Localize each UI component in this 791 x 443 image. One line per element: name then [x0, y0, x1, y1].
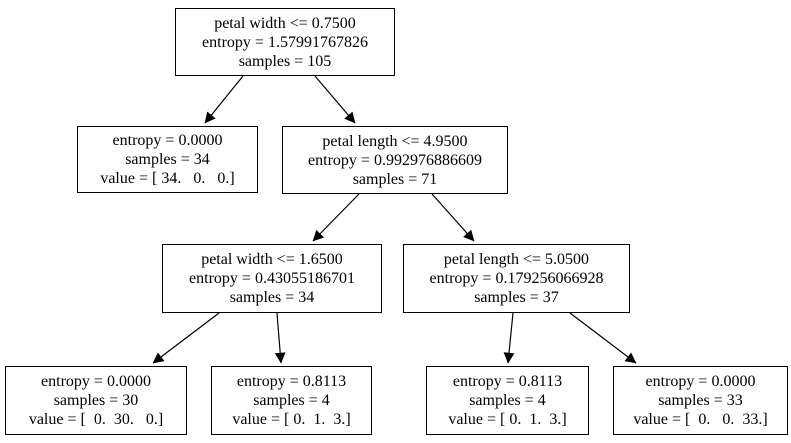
tree-node-leaf-4: entropy = 0.0000 samples = 33 value = [ …: [613, 366, 788, 435]
edge-root-to-d1-left: [204, 75, 244, 124]
split-condition: petal length <= 4.9500: [322, 132, 468, 150]
edge-d1right-to-d2-right: [431, 193, 475, 242]
split-condition: petal width <= 1.6500: [201, 251, 343, 268]
entropy-label: entropy = 0.43055186701: [189, 270, 355, 287]
samples-label: samples = 105: [238, 52, 332, 70]
samples-label: samples = 34: [229, 289, 315, 306]
samples-label: samples = 33: [658, 392, 743, 409]
tree-node-depth1-right: petal length <= 4.9500 entropy = 0.99297…: [282, 126, 508, 194]
samples-label: samples = 37: [474, 289, 559, 306]
tree-node-depth2-right: petal length <= 5.0500 entropy = 0.17925…: [403, 244, 630, 313]
edge-d2left-to-leaf2: [274, 312, 286, 364]
edge-d2right-to-leaf4: [569, 312, 637, 364]
split-condition: petal length <= 5.0500: [443, 251, 590, 268]
value-label: value = [ 0. 0. 33.]: [633, 411, 768, 428]
entropy-label: entropy = 1.57991767826: [202, 33, 368, 51]
value-label: value = [ 0. 1. 3.]: [448, 411, 567, 428]
tree-node-root: petal width <= 0.7500 entropy = 1.579917…: [175, 8, 395, 76]
tree-node-depth2-left: petal width <= 1.6500 entropy = 0.430551…: [162, 244, 382, 313]
entropy-label: entropy = 0.179256066928: [429, 270, 604, 287]
edge-root-to-d1-right: [314, 75, 356, 124]
samples-label: samples = 71: [352, 170, 438, 188]
value-label: value = [ 0. 1. 3.]: [232, 411, 351, 428]
entropy-label: entropy = 0.8113: [236, 373, 347, 390]
tree-node-leaf-2: entropy = 0.8113 samples = 4 value = [ 0…: [211, 366, 372, 435]
split-condition: petal width <= 0.7500: [214, 14, 356, 32]
entropy-label: entropy = 0.0000: [645, 373, 756, 390]
entropy-label: entropy = 0.0000: [112, 132, 223, 149]
tree-node-leaf-3: entropy = 0.8113 samples = 4 value = [ 0…: [426, 366, 589, 435]
value-label: value = [ 34. 0. 0.]: [100, 170, 235, 187]
tree-node-depth1-left: entropy = 0.0000 samples = 34 value = [ …: [77, 126, 258, 193]
samples-label: samples = 4: [469, 392, 546, 409]
edge-d1right-to-d2-left: [312, 193, 360, 242]
value-label: value = [ 0. 30. 0.]: [28, 411, 164, 428]
edge-d2left-to-leaf1: [152, 312, 220, 364]
samples-label: samples = 34: [125, 151, 210, 168]
entropy-label: entropy = 0.0000: [41, 373, 151, 390]
entropy-label: entropy = 0.992976886609: [308, 151, 482, 169]
samples-label: samples = 4: [253, 392, 330, 409]
entropy-label: entropy = 0.8113: [452, 373, 563, 390]
edge-d2right-to-leaf3: [503, 312, 515, 364]
tree-node-leaf-1: entropy = 0.0000 samples = 30 value = [ …: [5, 366, 187, 435]
samples-label: samples = 30: [53, 392, 139, 409]
